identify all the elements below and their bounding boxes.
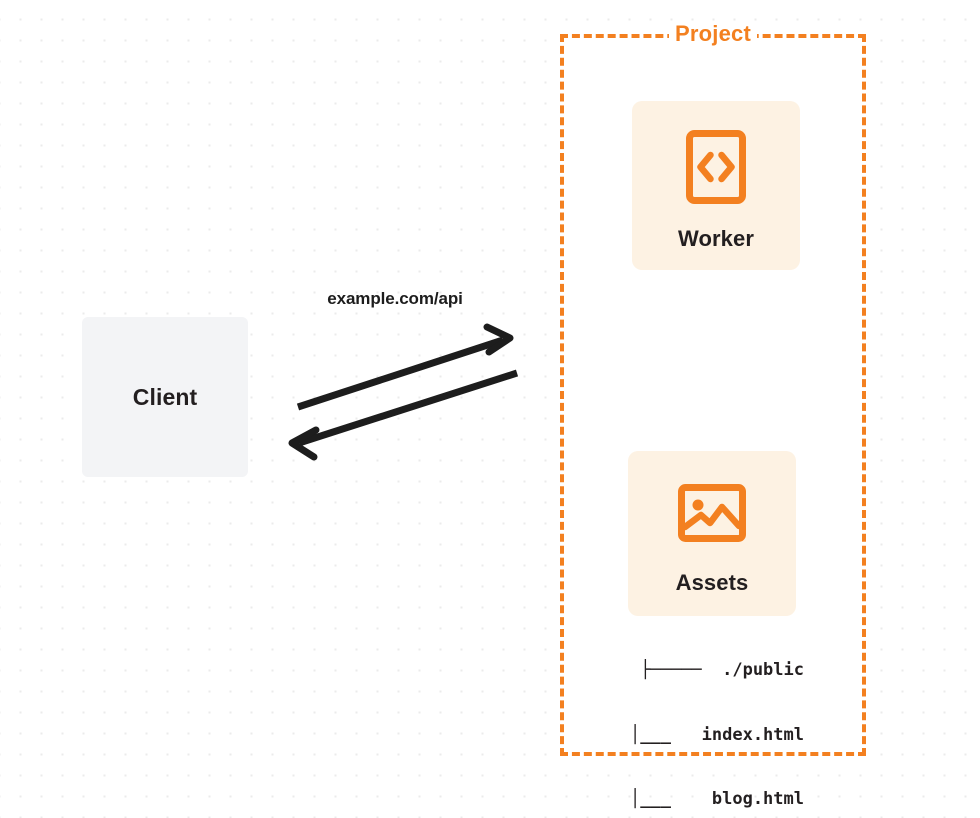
client-label: Client (132, 383, 198, 410)
asset-file-tree: ├───── ./public │___ index.html │___ blo… (560, 617, 804, 818)
response-arrow (288, 369, 519, 461)
assets-node[interactable]: Assets (628, 451, 796, 616)
file-tree-line: ├───── ./public (640, 660, 804, 680)
project-label-text: Project (669, 21, 757, 46)
image-icon (677, 483, 747, 548)
worker-node[interactable]: Worker (632, 101, 800, 270)
file-tree-line: │___ blog.html (599, 789, 804, 809)
worker-label: Worker (678, 226, 754, 251)
client-node[interactable]: Client (82, 317, 248, 477)
project-label: Project (560, 19, 866, 49)
connection-label: example.com/api (327, 289, 463, 308)
assets-label: Assets (675, 570, 749, 595)
request-arrow (296, 323, 514, 411)
code-brackets-icon (685, 129, 747, 210)
file-tree-line: │___ index.html (599, 724, 804, 745)
